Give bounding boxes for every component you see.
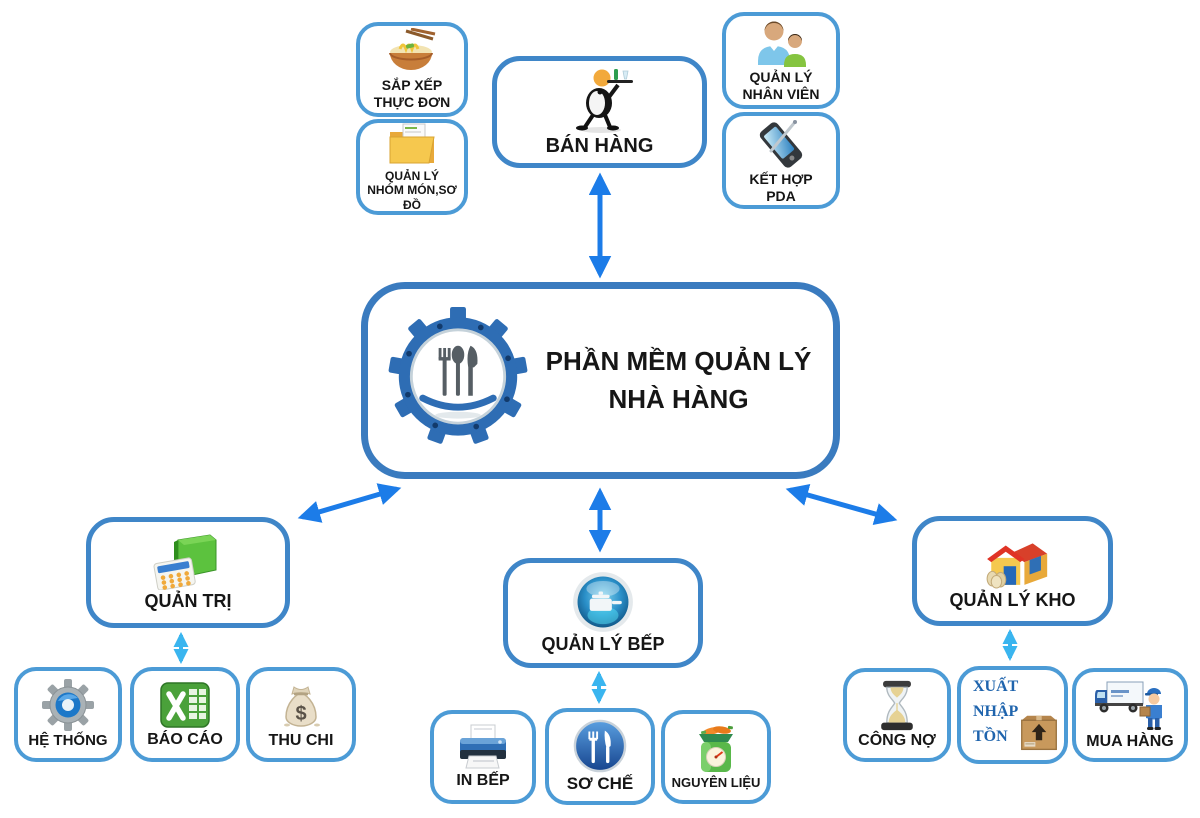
node-thu-chi: $ THU CHI xyxy=(246,667,356,762)
node-quan-ly-kho: QUẢN LÝ KHO xyxy=(912,516,1113,626)
folder-calculator-icon xyxy=(152,532,224,591)
quan-ly-kho-label: QUẢN LÝ KHO xyxy=(949,589,1076,610)
phan-mem-quan-ly-nha-hang-title: PHẦN MỀM QUẢN LÝ NHÀ HÀNG xyxy=(545,345,812,414)
kitchen-scale-icon xyxy=(689,724,743,774)
node-quan-ly-nhan-vien: QUẢN LÝ NHÂN VIÊN xyxy=(722,12,840,109)
node-mua-hang: MUA HÀNG xyxy=(1072,668,1188,762)
node-ket-hop-pda: KẾT HỢP PDA xyxy=(722,112,840,209)
node-in-bep: IN BẾP xyxy=(430,710,536,804)
mua-hang-label: MUA HÀNG xyxy=(1086,733,1174,751)
node-nguyen-lieu: NGUYÊN LIỆU xyxy=(661,710,771,804)
money-bag-icon: $ xyxy=(275,679,327,731)
warehouse-icon xyxy=(978,531,1048,589)
quan-tri-label: QUẢN TRỊ xyxy=(144,591,232,612)
quan-ly-nhom-mon-label: QUẢN LÝ NHÓM MÓN,SƠ ĐỒ xyxy=(367,169,457,212)
cong-no-label: CÔNG NỢ xyxy=(858,732,936,750)
thu-chi-label: THU CHI xyxy=(268,731,334,749)
staff-icon xyxy=(754,18,808,68)
delivery-truck-icon xyxy=(1094,678,1166,732)
node-quan-ly-nhom-mon: QUẢN LÝ NHÓM MÓN,SƠ ĐỒ xyxy=(356,119,468,215)
printer-icon xyxy=(456,723,510,771)
nguyen-lieu-label: NGUYÊN LIỆU xyxy=(671,774,761,790)
fork-knife-icon xyxy=(573,719,627,773)
node-phan-mem-quan-ly-nha-hang: PHẦN MỀM QUẢN LÝ NHÀ HÀNG xyxy=(361,282,840,479)
node-so-che: SƠ CHẾ xyxy=(545,708,655,805)
quan-ly-bep-label: QUẢN LÝ BẾP xyxy=(541,633,665,654)
bao-cao-label: BÁO CÁO xyxy=(147,730,223,748)
svg-text:$: $ xyxy=(295,703,306,725)
ket-hop-pda-label: KẾT HỢP PDA xyxy=(749,171,813,204)
node-bao-cao: BÁO CÁO xyxy=(130,667,240,762)
he-thong-label: HỆ THỐNG xyxy=(28,732,108,750)
arrow-center-quan-tri xyxy=(297,483,402,523)
pot-button-icon xyxy=(572,571,634,633)
node-ban-hang: BÁN HÀNG xyxy=(492,56,707,168)
gear-icon xyxy=(42,679,94,732)
node-quan-tri: QUẢN TRỊ xyxy=(86,517,290,628)
ban-hang-label: BÁN HÀNG xyxy=(545,134,654,157)
in-bep-label: IN BẾP xyxy=(456,772,510,790)
quan-ly-nhan-vien-label: QUẢN LÝ NHÂN VIÊN xyxy=(742,69,820,102)
so-che-label: SƠ CHẾ xyxy=(566,773,634,793)
gear-utensils-logo xyxy=(384,302,532,460)
node-sap-xep-thuc-don: SẮP XẾP THỰC ĐƠN xyxy=(356,22,468,117)
folder-icon xyxy=(386,122,438,168)
waiter-icon xyxy=(561,66,639,134)
xuat-nhap-ton-label: XUẤT NHẬP TỒN xyxy=(973,678,1019,745)
node-quan-ly-bep: QUẢN LÝ BẾP xyxy=(503,558,703,668)
node-he-thong: HỆ THỐNG xyxy=(14,667,122,762)
node-cong-no: CÔNG NỢ xyxy=(843,668,951,762)
pda-icon xyxy=(754,116,808,170)
hourglass-icon xyxy=(874,679,920,731)
sap-xep-thuc-don-label: SẮP XẾP THỰC ĐƠN xyxy=(373,77,451,110)
arrow-center-quan-ly-kho xyxy=(785,484,898,525)
noodle-bowl-icon xyxy=(386,28,438,76)
excel-icon xyxy=(159,680,211,730)
carton-box-icon xyxy=(1018,713,1060,753)
node-xuat-nhap-ton: XUẤT NHẬP TỒN xyxy=(957,666,1068,764)
